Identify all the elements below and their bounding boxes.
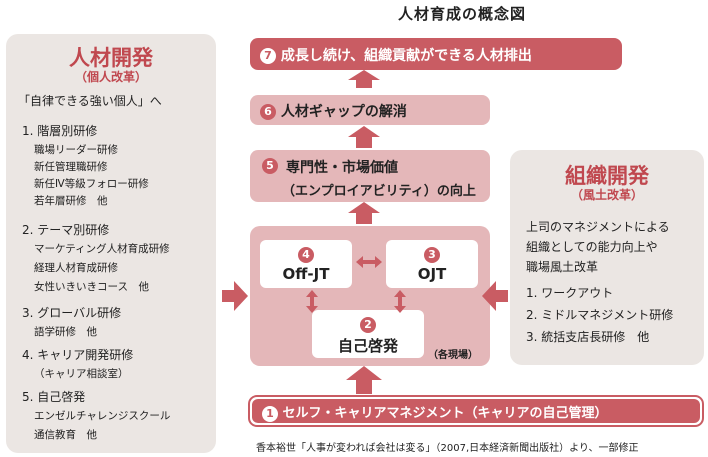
- step-7-label: 成長し続け、組織貢献ができる人材排出: [280, 48, 532, 64]
- group-item: 女性いきいきコース 他: [34, 281, 149, 293]
- double-arrow-icon: [306, 290, 318, 313]
- self-development-box: 2 自己啓発: [312, 310, 424, 358]
- self-development-label: 自己啓発: [337, 337, 398, 355]
- double-arrow-icon: [356, 256, 382, 268]
- off-jt-label: Off-JT: [282, 265, 330, 283]
- left-panel-intro: 「自律できる強い個人」へ: [18, 94, 162, 108]
- group-item: 新任管理職研修: [34, 161, 108, 173]
- up-arrow-icon: [346, 366, 382, 394]
- step-number: 4: [298, 246, 314, 263]
- step-number: 3: [424, 246, 440, 263]
- up-arrow-icon: [348, 126, 380, 148]
- group-heading: 4. キャリア開発研修: [22, 348, 134, 362]
- ojt-label: OJT: [417, 265, 447, 283]
- step-1-box: 1 セルフ・キャリアマネジメント（キャリアの自己管理）: [252, 399, 700, 423]
- ojt-box: 3 OJT: [386, 240, 478, 288]
- step-number: 2: [360, 316, 376, 333]
- group-item: 若年層研修 他: [34, 195, 108, 207]
- off-jt-box: 4 Off-JT: [260, 240, 352, 288]
- step-number: 1: [262, 405, 278, 422]
- right-panel-item: 3. 統括支店長研修 他: [526, 330, 650, 344]
- up-arrow-icon: [348, 202, 380, 224]
- group-item: マーケティング人材育成研修: [34, 243, 170, 255]
- workplace-note: （各現場）: [428, 350, 478, 361]
- group-item: エンゼルチャレンジスクール: [34, 410, 171, 422]
- step-number: 7: [260, 48, 276, 64]
- step-5-label: 専門性・市場価値: [286, 160, 398, 176]
- left-panel-title: 人材開発: [69, 46, 153, 70]
- right-panel-item: 2. ミドルマネジメント研修: [526, 308, 674, 322]
- group-item: 経理人材育成研修: [34, 262, 118, 274]
- source-footnote: 香本裕世「人事が変われば会社は変る」（2007,日本経済新聞出版社）より、一部修…: [256, 443, 639, 454]
- group-item: 新任Ⅳ等級フォロー研修: [34, 178, 149, 190]
- right-panel-title: 組織開発: [565, 164, 649, 188]
- group-heading: 2. テーマ別研修: [22, 223, 110, 237]
- right-arrow-icon: [222, 281, 248, 311]
- left-panel-subtitle: （個人改革）: [74, 70, 147, 84]
- group-item: （キャリア相談室）: [34, 368, 129, 380]
- step-5-box: [250, 150, 490, 202]
- step-number: 5: [262, 158, 278, 174]
- group-heading: 1. 階層別研修: [22, 124, 98, 138]
- right-panel-item: 1. ワークアウト: [526, 286, 614, 300]
- step-6-label: 人材ギャップの解消: [280, 104, 407, 120]
- right-panel-line: 職場風土改革: [526, 260, 599, 274]
- right-panel-line: 組織としての能力向上や: [526, 240, 658, 254]
- group-item: 通信教育 他: [34, 429, 97, 441]
- double-arrow-icon: [394, 290, 406, 313]
- up-arrow-icon: [348, 70, 380, 88]
- group-heading: 5. 自己啓発: [22, 390, 86, 404]
- group-heading: 3. グローバル研修: [22, 306, 122, 320]
- left-arrow-icon: [482, 281, 508, 311]
- group-item: 語学研修 他: [34, 326, 97, 338]
- step-7-box: 7 成長し続け、組織貢献ができる人材排出: [250, 38, 622, 70]
- step-6-box: 6 人材ギャップの解消: [250, 95, 490, 125]
- right-panel: [510, 150, 704, 365]
- step-5-sublabel: （エンプロイアビリティ）の向上: [282, 184, 476, 199]
- step-number: 6: [260, 104, 276, 120]
- left-panel: [6, 34, 216, 453]
- right-panel-subtitle: （風土改革）: [570, 188, 643, 202]
- right-panel-line: 上司のマネジメントによる: [526, 220, 670, 234]
- step-1-label: セルフ・キャリアマネジメント（キャリアの自己管理）: [282, 406, 608, 421]
- diagram-title: 人材育成の概念図: [398, 5, 527, 23]
- group-item: 職場リーダー研修: [34, 144, 118, 156]
